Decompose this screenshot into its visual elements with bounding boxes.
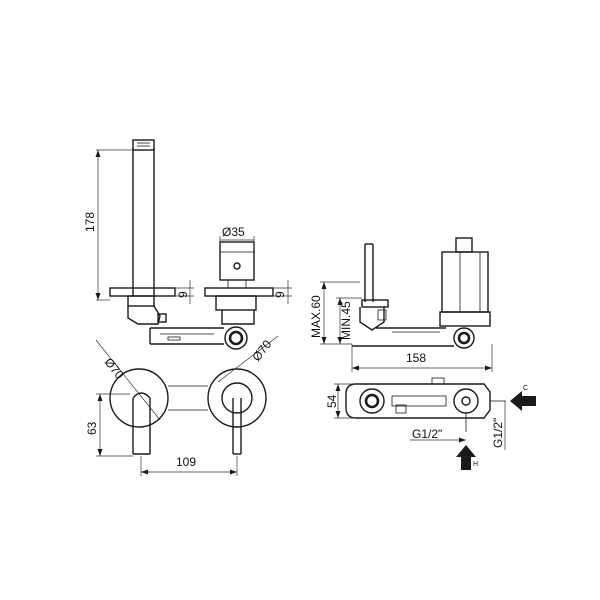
right-plate bbox=[207, 368, 267, 428]
plan-view: Ø70 Ø70 63 109 bbox=[85, 335, 279, 476]
label-hot: H bbox=[473, 461, 478, 468]
label-spout-reach: 63 bbox=[85, 421, 99, 435]
side-view: MAX.60 MIN.45 158 bbox=[309, 237, 493, 372]
side-bar bbox=[352, 327, 454, 347]
dim-handle-dia: Ø35 bbox=[219, 225, 255, 248]
left-connector bbox=[127, 295, 167, 325]
label-max-depth: MAX.60 bbox=[309, 295, 323, 338]
label-center-distance: 109 bbox=[176, 455, 196, 469]
dim-center-distance: 109 bbox=[140, 455, 238, 476]
label-body-length: 158 bbox=[406, 351, 426, 365]
left-plate bbox=[109, 368, 169, 428]
dim-plate-left: Ø70 bbox=[95, 339, 161, 421]
mixer-handle bbox=[219, 241, 255, 288]
label-inlet-right: G1/2" bbox=[491, 418, 505, 448]
label-plate-left: Ø70 bbox=[102, 355, 127, 382]
spout-top bbox=[132, 392, 151, 455]
right-connector bbox=[215, 295, 257, 350]
dim-inlet-bottom: G1/2" bbox=[410, 427, 466, 443]
label-inlet-bottom: G1/2" bbox=[412, 427, 442, 441]
label-handle-dia: Ø35 bbox=[222, 225, 245, 239]
connecting-bar bbox=[149, 327, 224, 345]
dim-max-depth: MAX.60 bbox=[309, 281, 360, 345]
dim-body-height: 54 bbox=[325, 383, 356, 419]
dim-escutcheon-right: 9 bbox=[273, 280, 292, 304]
dim-inlet-right: G1/2" bbox=[491, 401, 506, 450]
side-cartridge bbox=[439, 237, 491, 349]
cold-inlet-arrow-icon: C bbox=[510, 385, 536, 411]
dim-plate-right: Ø70 bbox=[217, 335, 279, 383]
label-spout-height: 178 bbox=[83, 212, 97, 232]
spout bbox=[132, 139, 155, 296]
dim-spout-reach: 63 bbox=[85, 393, 133, 457]
left-escutcheon bbox=[109, 287, 176, 297]
label-escutcheon-right: 9 bbox=[273, 291, 287, 298]
dim-spout-height: 178 bbox=[83, 149, 133, 301]
label-cold: C bbox=[523, 385, 528, 392]
label-body-height: 54 bbox=[325, 394, 339, 408]
front-view: 178 9 9 Ø35 bbox=[83, 139, 292, 350]
lever-top bbox=[232, 398, 242, 455]
label-plate-right: Ø70 bbox=[249, 337, 274, 364]
side-spout bbox=[359, 243, 389, 331]
body-top-view: 54 G1/2" G1/2" C H bbox=[325, 377, 536, 470]
label-min-depth: MIN.45 bbox=[339, 301, 353, 340]
dim-escutcheon-left: 9 bbox=[175, 280, 194, 304]
dim-body-length: 158 bbox=[351, 344, 493, 372]
right-escutcheon bbox=[204, 287, 274, 297]
label-escutcheon-left: 9 bbox=[176, 291, 190, 298]
dim-min-depth: MIN.45 bbox=[336, 297, 362, 344]
hot-inlet-arrow-icon: H bbox=[456, 445, 478, 470]
